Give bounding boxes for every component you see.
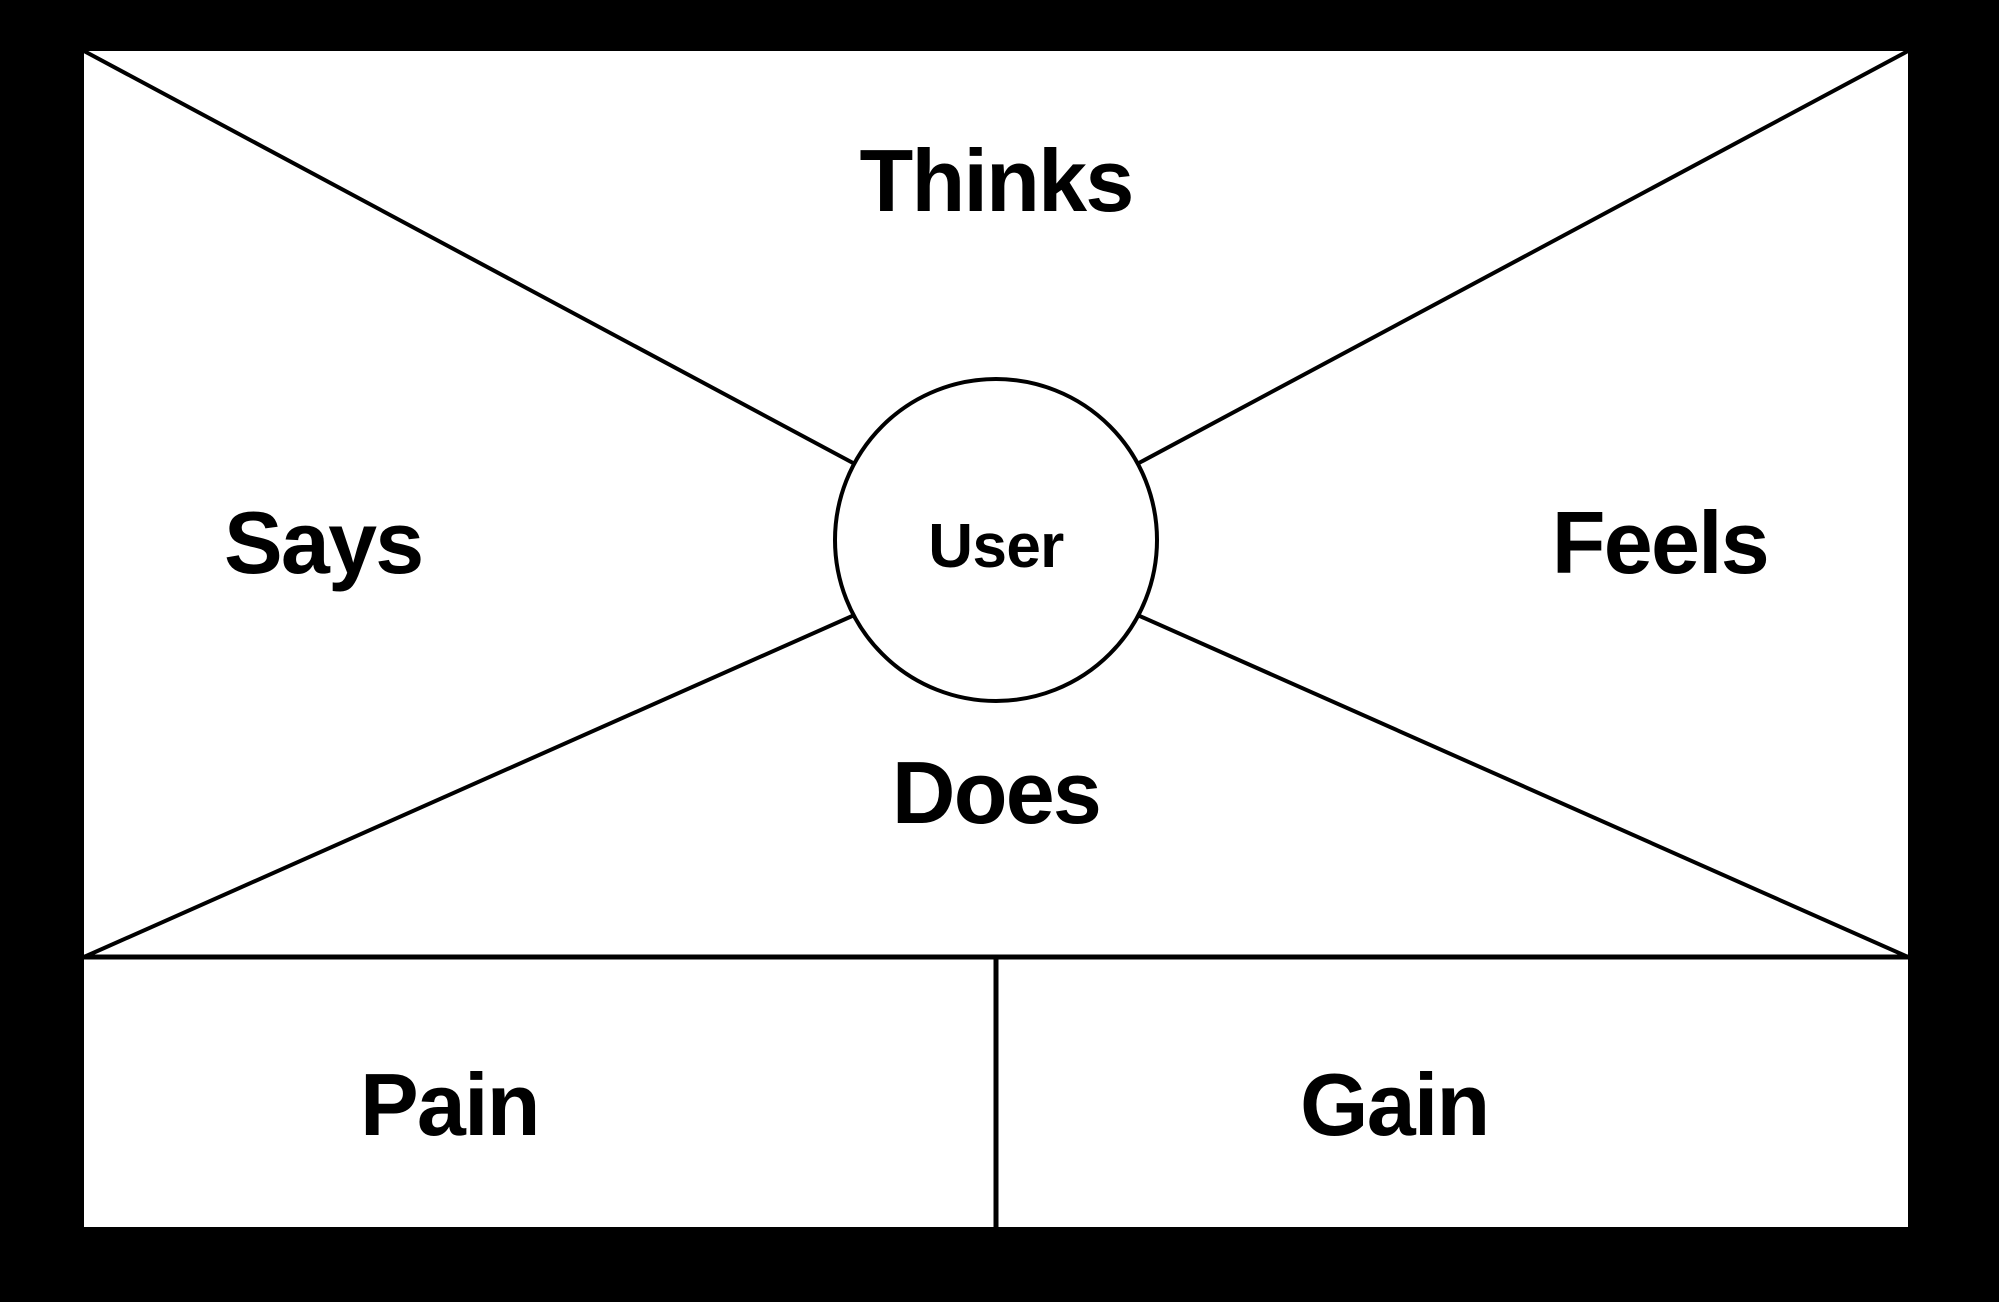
diagonal-top-right — [1123, 51, 1908, 473]
quadrant-label-says: Says — [224, 493, 424, 592]
quadrant-label-does: Does — [891, 743, 1102, 842]
quadrant-label-thinks: Thinks — [859, 131, 1134, 230]
diagonal-top-left — [84, 51, 869, 473]
quadrant-label-feels: Feels — [1551, 493, 1770, 592]
bottom-label-pain: Pain — [360, 1055, 541, 1154]
diagram-panel: Thinks Says Feels Does User Pain Gain — [84, 51, 1908, 1227]
center-label-user: User — [928, 512, 1064, 581]
bottom-label-gain: Gain — [1300, 1055, 1490, 1154]
